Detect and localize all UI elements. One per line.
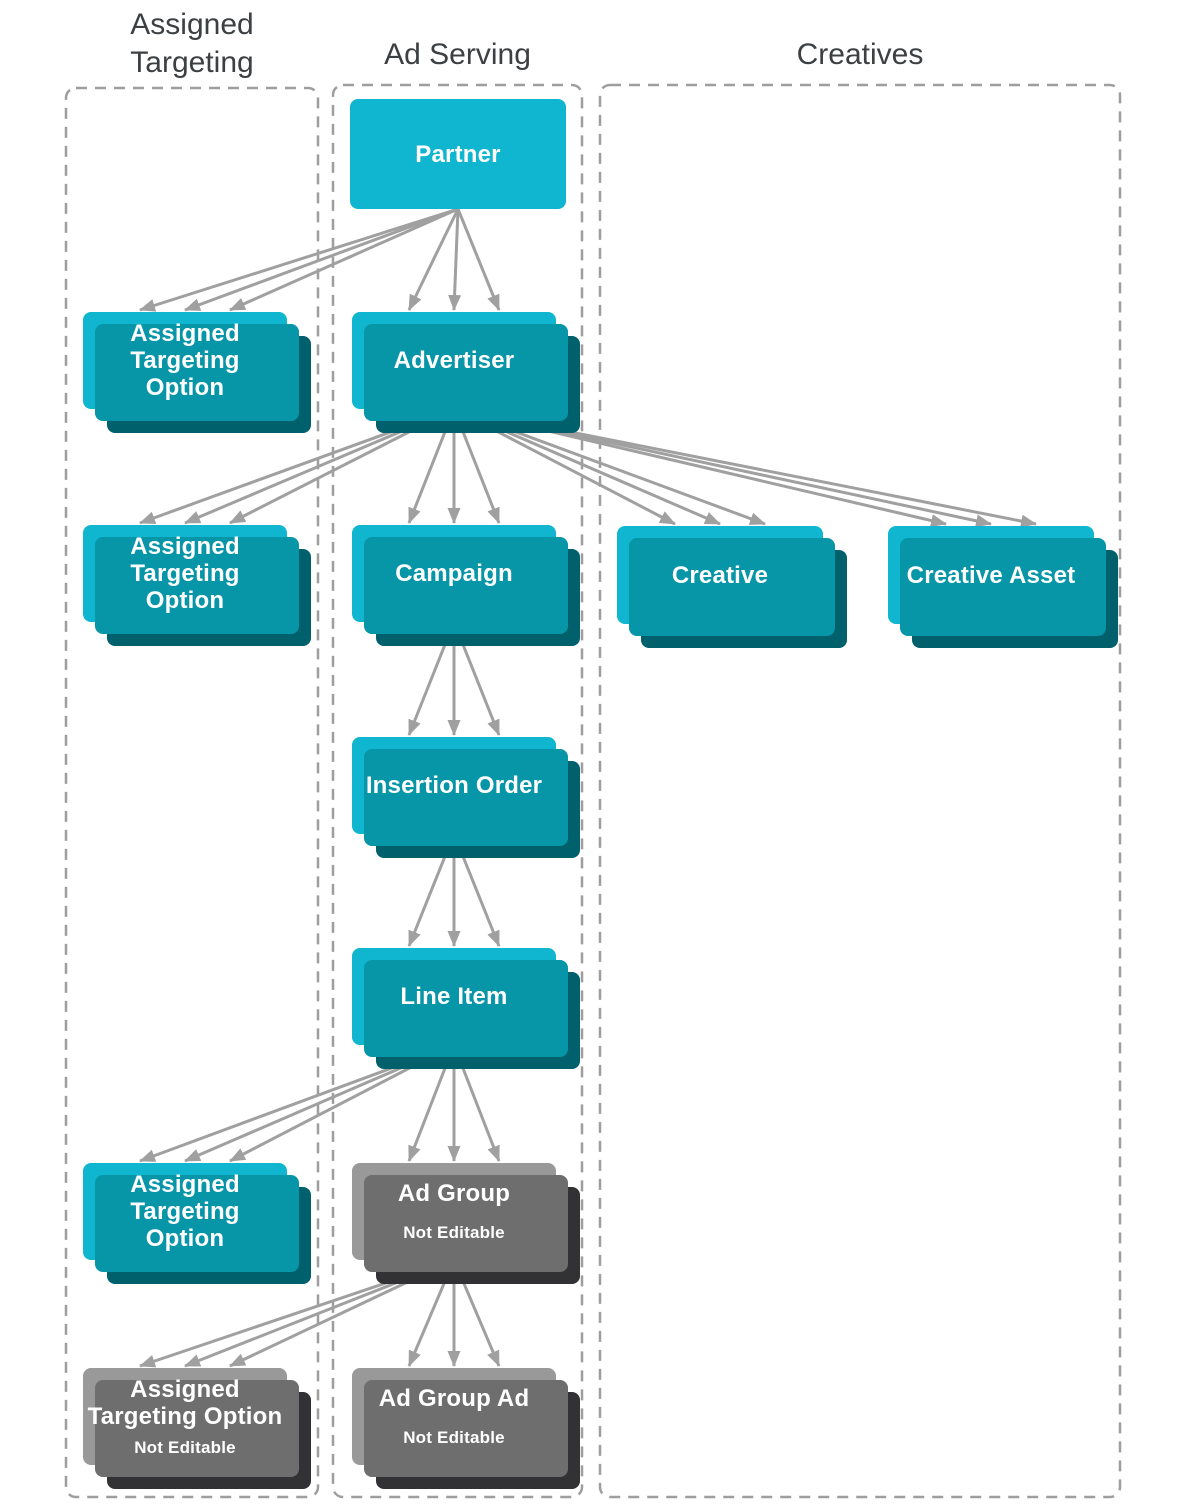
edge-partner-to-advertiser [407,208,460,311]
edge-partner-to-advertiser [456,208,501,311]
column-box-assigned-targeting [64,86,320,1499]
node-ad-group-ad-sublabel: Not Editable [403,1428,505,1447]
node-assigned-targeting-option-3-label: Assigned Targeting Option [130,1171,240,1252]
node-advertiser: Advertiser [352,312,556,409]
edge-partner-to-advertiser [448,208,462,311]
node-partner: Partner [350,99,566,209]
node-ad-group-label: Ad Group [397,1180,511,1207]
node-assigned-targeting-option-1-label: Assigned Targeting Option [130,320,240,401]
node-assigned-targeting-option-3: Assigned Targeting Option [83,1163,287,1260]
node-insertion-order-label: Insertion Order [365,772,543,799]
node-assigned-targeting-option-4-label: Assigned Targeting Option [87,1375,283,1430]
edge-partner-to-ato1 [139,207,459,312]
node-creative-asset: Creative Asset [888,526,1094,624]
node-campaign-label: Campaign [395,560,513,587]
node-ad-group-ad: Ad Group Ad Not Editable [352,1368,556,1465]
node-ad-group-sublabel: Not Editable [403,1223,505,1242]
column-box-ad-serving [331,83,584,1499]
node-assigned-targeting-option-4: Assigned Targeting Option Not Editable [83,1368,287,1465]
node-assigned-targeting-option-1: Assigned Targeting Option [83,312,287,409]
node-creative-asset-label: Creative Asset [906,561,1076,589]
node-ad-group-ad-label: Ad Group Ad [378,1385,530,1412]
column-title-creatives: Creatives [796,38,924,71]
edge-partner-to-ato1 [184,207,459,312]
node-assigned-targeting-option-4-sublabel: Not Editable [134,1437,236,1457]
node-creative-label: Creative [671,561,769,589]
node-ad-group: Ad Group Not Editable [352,1163,556,1260]
node-assigned-targeting-option-2: Assigned Targeting Option [83,525,287,622]
node-assigned-targeting-option-2-label: Assigned Targeting Option [130,533,240,614]
node-insertion-order: Insertion Order [352,737,556,834]
node-line-item-label: Line Item [400,983,508,1010]
edge-partner-to-ato1 [229,207,459,312]
node-campaign: Campaign [352,525,556,622]
node-creative: Creative [617,526,823,624]
node-line-item: Line Item [352,948,556,1045]
node-advertiser-label: Advertiser [393,347,515,374]
node-partner-label: Partner [415,140,501,168]
column-title-assigned-targeting: Assigned Targeting [130,8,254,79]
column-box-creatives [598,83,1122,1499]
column-title-ad-serving: Ad Serving [384,38,531,71]
